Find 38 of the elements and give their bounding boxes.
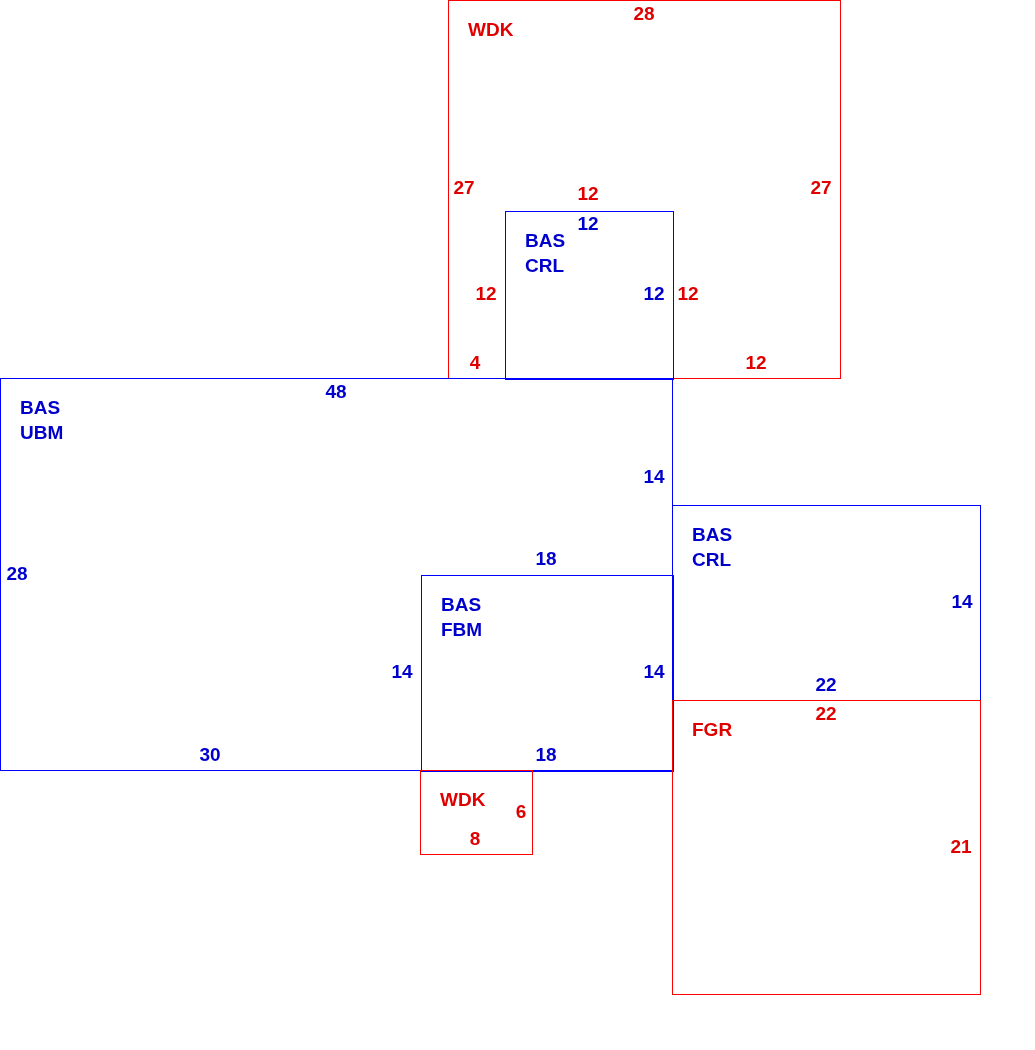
dimension-label: 12 bbox=[745, 352, 767, 374]
dimension-label: 48 bbox=[325, 381, 347, 403]
dimension-label: 12 bbox=[475, 283, 497, 305]
dimension-label: 4 bbox=[469, 352, 481, 374]
dimension-label: 18 bbox=[535, 548, 557, 570]
room-outline bbox=[505, 211, 674, 380]
room-outline bbox=[448, 0, 841, 379]
dimension-label: 12 bbox=[677, 283, 699, 305]
room-outline bbox=[0, 378, 673, 771]
dimension-label: 12 bbox=[643, 283, 665, 305]
room-label: WDK bbox=[440, 788, 486, 812]
room-label: BAS CRL bbox=[525, 229, 566, 278]
room-label: FGR bbox=[692, 718, 733, 742]
dimension-label: 18 bbox=[535, 744, 557, 766]
dimension-label: 21 bbox=[950, 836, 972, 858]
room-outline bbox=[672, 505, 981, 701]
room-outline bbox=[421, 575, 674, 772]
dimension-label: 22 bbox=[815, 674, 837, 696]
room-outline bbox=[672, 700, 981, 995]
dimension-label: 14 bbox=[951, 591, 973, 613]
dimension-label: 6 bbox=[515, 801, 527, 823]
dimension-label: 14 bbox=[391, 661, 413, 683]
dimension-label: 14 bbox=[643, 661, 665, 683]
room-label: BAS CRL bbox=[692, 523, 733, 572]
dimension-label: 14 bbox=[643, 466, 665, 488]
room-label: WDK bbox=[468, 18, 514, 42]
dimension-label: 28 bbox=[633, 3, 655, 25]
dimension-label: 28 bbox=[6, 563, 28, 585]
room-outline bbox=[420, 770, 533, 855]
dimension-label: 22 bbox=[815, 703, 837, 725]
room-label: BAS UBM bbox=[20, 396, 64, 445]
dimension-label: 8 bbox=[469, 828, 481, 850]
dimension-label: 30 bbox=[199, 744, 221, 766]
dimension-label: 27 bbox=[453, 177, 475, 199]
room-label: BAS FBM bbox=[441, 593, 483, 642]
dimension-label: 27 bbox=[810, 177, 832, 199]
dimension-label: 12 bbox=[577, 213, 599, 235]
dimension-label: 12 bbox=[577, 183, 599, 205]
